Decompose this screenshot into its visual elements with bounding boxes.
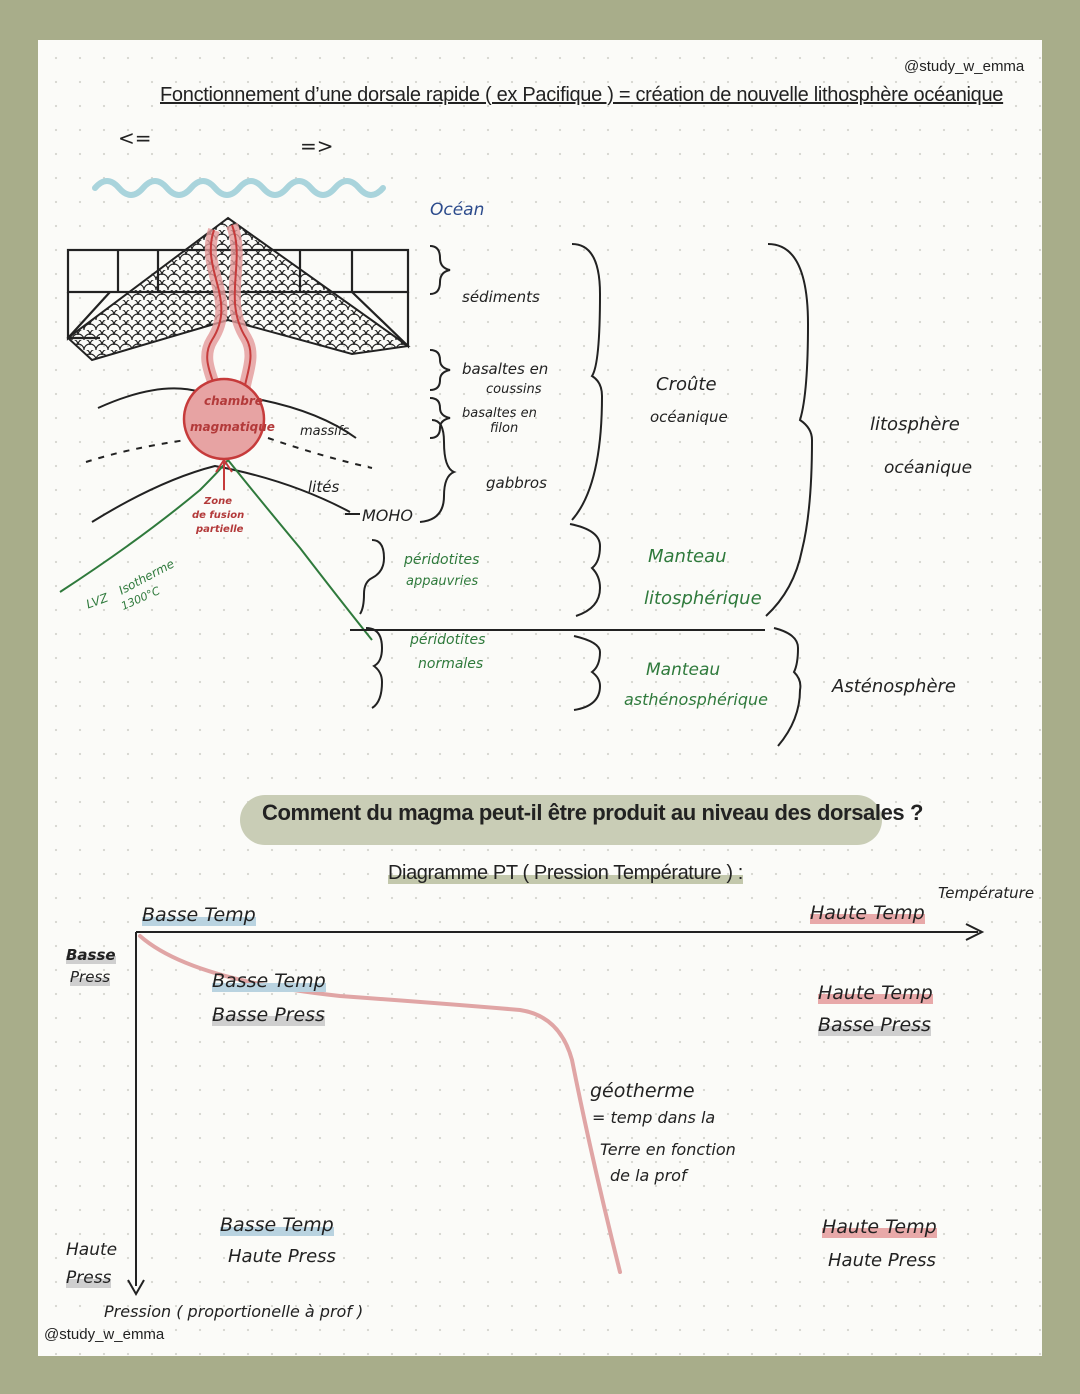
oceanic-crust-label-1: Croûte — [656, 374, 717, 395]
asthenospheric-mantle-label-1: Manteau — [646, 660, 721, 680]
quadrant-bl-temp-text: Basse Temp — [220, 1214, 334, 1236]
moho-label: MOHO — [362, 506, 414, 525]
axis-top-left-text: Basse Temp — [142, 904, 256, 926]
pillow-basalts-label-1: basaltes en — [462, 360, 549, 378]
axis-top-right-label: Haute Temp — [810, 902, 925, 924]
lithosphere-label-1: litosphère — [870, 414, 960, 435]
normal-peridotites-label-2: normales — [418, 656, 484, 672]
pillow-basalts-label-2: coussins — [486, 382, 542, 397]
geotherm-title: géotherme — [590, 1080, 695, 1102]
x-axis-label: Température — [938, 884, 1035, 902]
oceanic-crust-label-2: océanique — [650, 408, 728, 426]
axis-left-top-2-text: Press — [70, 968, 111, 986]
axis-left-bottom-2: Press — [66, 1268, 112, 1288]
magma-chamber — [182, 222, 266, 490]
pt-axes — [127, 923, 985, 1297]
axis-top-left-label: Basse Temp — [142, 904, 256, 926]
arrow-left-label: <= — [118, 126, 152, 150]
partial-melt-label-1: Zone — [204, 496, 233, 507]
massifs-lites-boundary — [85, 437, 373, 469]
author-handle-top: @study_w_emma — [904, 58, 1025, 75]
geotherm-desc-3: de la prof — [610, 1166, 687, 1185]
gabbros-label: gabbros — [486, 474, 547, 492]
geotherm-desc-1: = temp dans la — [592, 1108, 716, 1127]
layer-braces — [359, 243, 814, 747]
arrow-right-label: => — [300, 134, 334, 158]
quadrant-bl-press: Haute Press — [228, 1246, 336, 1267]
ocean-label: Océan — [430, 200, 485, 220]
quadrant-br-temp: Haute Temp — [822, 1216, 937, 1238]
geotherm-desc-2: Terre en fonction — [600, 1140, 736, 1159]
quadrant-br-temp-text: Haute Temp — [822, 1216, 937, 1238]
quadrant-tr-press-text: Basse Press — [818, 1014, 931, 1036]
depleted-peridotites-label-1: péridotites — [404, 552, 480, 568]
author-handle-bottom: @study_w_emma — [44, 1326, 165, 1343]
ocean-wave — [92, 178, 386, 198]
pt-diagram-title: Diagramme PT ( Pression Température ) : — [388, 862, 743, 885]
axis-left-bottom-1: Haute — [66, 1240, 118, 1260]
magma-chamber-label-1: chambre — [204, 394, 263, 408]
quadrant-tr-temp: Haute Temp — [818, 982, 933, 1004]
asthenospheric-mantle-label-2: asthénosphérique — [624, 690, 768, 709]
quadrant-tl-temp-text: Basse Temp — [212, 970, 326, 992]
section-question: Comment du magma peut-il être produit au… — [262, 800, 923, 825]
question-highlight — [240, 795, 882, 845]
lithospheric-mantle-label-2: litosphérique — [644, 588, 762, 609]
normal-peridotites-label-1: péridotites — [410, 632, 486, 648]
quadrant-tl-temp: Basse Temp — [212, 970, 326, 992]
axis-top-right-text: Haute Temp — [810, 902, 925, 924]
magma-chamber-label-2: magmatique — [190, 420, 275, 434]
axis-left-top-1-text: Basse — [66, 946, 116, 964]
quadrant-tr-temp-text: Haute Temp — [818, 982, 933, 1004]
quadrant-tr-press: Basse Press — [818, 1014, 931, 1036]
lites-label: lités — [308, 478, 340, 496]
depleted-peridotites-label-2: appauvries — [406, 574, 479, 589]
dike-basalts-label-2: filon — [490, 421, 519, 436]
asthenosphere-label: Asténosphère — [832, 676, 957, 697]
quadrant-br-press: Haute Press — [828, 1250, 936, 1271]
lithosphere-label-2: océanique — [884, 458, 973, 478]
quadrant-bl-temp: Basse Temp — [220, 1214, 334, 1236]
quadrant-tl-press-text: Basse Press — [212, 1004, 325, 1026]
page-title: Fonctionnement d’une dorsale rapide ( ex… — [160, 84, 1004, 106]
partial-melt-label-3: partielle — [196, 524, 244, 535]
sediments-label: sédiments — [462, 288, 540, 306]
moho-line — [91, 464, 351, 523]
massifs-label: massifs — [300, 424, 350, 439]
axis-left-bottom-2-text: Press — [66, 1268, 112, 1288]
lithospheric-mantle-label-1: Manteau — [648, 546, 727, 567]
dike-basalts-label-1: basaltes en — [462, 406, 537, 421]
quadrant-tl-press: Basse Press — [212, 1004, 325, 1026]
axis-left-top-2: Press — [70, 968, 111, 986]
dike-boundaries — [97, 387, 357, 439]
axis-left-top-1: Basse — [66, 946, 116, 964]
pt-diagram-title-text: Diagramme PT ( Pression Température ) : — [388, 862, 743, 884]
partial-melt-label-2: de fusion — [192, 510, 245, 521]
y-axis-label: Pression ( proportionelle à prof ) — [104, 1302, 364, 1321]
